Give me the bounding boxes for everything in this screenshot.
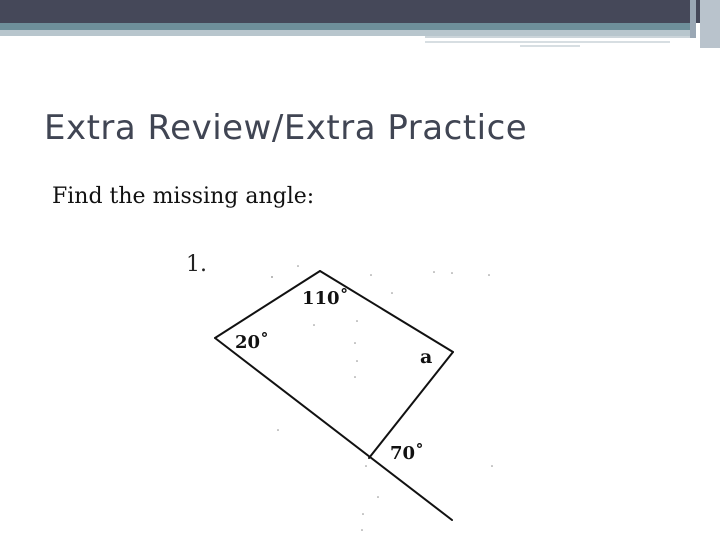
transversal-line xyxy=(214,337,453,521)
header-stripe-light xyxy=(0,30,690,36)
speckle xyxy=(391,292,393,294)
speckle xyxy=(271,276,273,278)
speckle xyxy=(488,274,490,276)
speckle xyxy=(356,360,358,362)
angle-label-unknown: a xyxy=(420,346,432,368)
speckle xyxy=(277,429,279,431)
header-band xyxy=(0,0,720,48)
speckle xyxy=(377,496,379,498)
angle-label-left: 20˚ xyxy=(235,330,269,353)
header-accent-block-2 xyxy=(700,0,720,48)
problem-number: 1. xyxy=(186,252,207,277)
speckle xyxy=(354,376,356,378)
edge-right-to-bottom xyxy=(368,351,454,459)
speckle xyxy=(356,320,358,322)
speckle xyxy=(361,529,363,531)
header-stripe-thin-3 xyxy=(520,45,580,47)
edge-left-to-top xyxy=(214,270,321,339)
speckle xyxy=(297,265,299,267)
header-dark-bar xyxy=(0,0,720,23)
speckle xyxy=(370,274,372,276)
angle-label-bottom: 70˚ xyxy=(390,441,424,464)
header-stripe-teal xyxy=(0,23,690,30)
scan-speckles xyxy=(271,265,493,531)
angle-label-top: 110˚ xyxy=(302,286,349,309)
speckle xyxy=(451,272,453,274)
instruction-text: Find the missing angle: xyxy=(52,184,315,209)
header-stripe-thin-2 xyxy=(425,41,670,43)
speckle xyxy=(354,342,356,344)
speckle xyxy=(313,324,315,326)
speckle xyxy=(433,271,435,273)
speckle xyxy=(491,465,493,467)
header-accent-block-1 xyxy=(690,0,696,38)
figure-lines xyxy=(214,270,454,521)
edge-top-to-right xyxy=(319,270,454,353)
speckle xyxy=(362,513,364,515)
header-stripe-thin-1 xyxy=(425,36,690,38)
slide-title: Extra Review/Extra Practice xyxy=(44,108,528,148)
speckle xyxy=(365,465,367,467)
